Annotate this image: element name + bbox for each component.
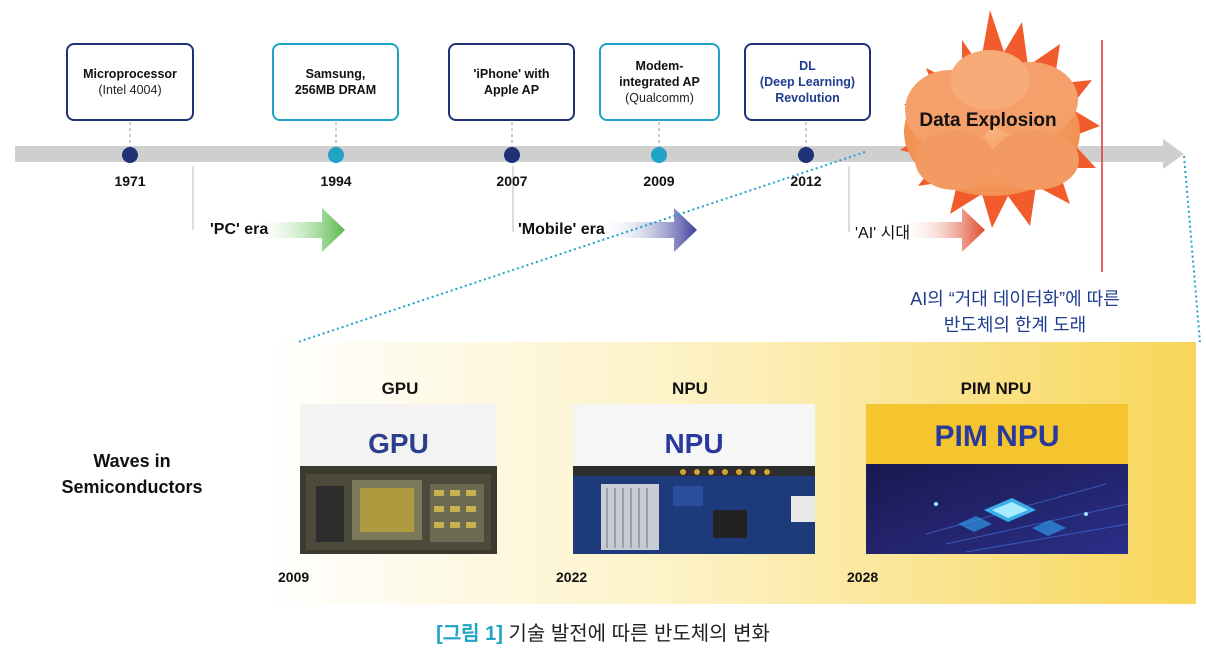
milestone-sub: (Intel 4004) [98, 83, 162, 97]
milestone-title: Samsung, 256MB DRAM [294, 67, 377, 97]
pim-npu-image-text: PIM NPU [934, 420, 1060, 453]
caption-text: 기술 발전에 따른 반도체의 변화 [508, 623, 770, 645]
year-label: 2007 [496, 173, 528, 189]
npu-title: NPU [672, 379, 708, 398]
data-explosion-label: Data Explosion [919, 110, 1057, 131]
milestone-box-2007: 'iPhone' with Apple AP [448, 43, 575, 121]
waves-label-line2: Semiconductors [61, 477, 203, 497]
timeline-dot-2007 [504, 147, 520, 163]
waves-label-line1: Waves in [93, 451, 171, 471]
year-label: 2009 [643, 173, 675, 189]
pc-era-label: 'PC' era [210, 221, 269, 238]
year-label: 2012 [790, 173, 822, 189]
milestone-sub: (Qualcomm) [625, 91, 694, 105]
gpu-image-text: GPU [368, 428, 429, 459]
milestone-title: Microprocessor [83, 67, 177, 81]
mobile-era-arrow [600, 208, 697, 252]
milestone-box-2009: Modem- integrated AP (Qualcomm) [599, 43, 720, 121]
gpu-title: GPU [381, 379, 419, 398]
npu-image-text: NPU [664, 428, 724, 459]
mobile-era-label: 'Mobile' era [518, 221, 605, 238]
milestone-title: 'iPhone' with Apple AP [473, 67, 550, 97]
ai-era-label: 'AI' 시대 [855, 225, 911, 242]
milestone-box-1971: Microprocessor (Intel 4004) [66, 43, 194, 121]
pim-npu-image: PIM NPU [866, 404, 1128, 554]
milestone-box-2012: DL (Deep Learning) Revolution [744, 43, 871, 121]
timeline-bar [15, 146, 1165, 162]
timeline-dot-1971 [122, 147, 138, 163]
timeline-dot-2009 [651, 147, 667, 163]
milestone-title: DL (Deep Learning) Revolution [759, 59, 856, 105]
limit-note-line1: AI의 “거대 데이터화”에 따른 [910, 289, 1120, 309]
gpu-image: GPU [300, 404, 497, 554]
npu-image: NPU [573, 404, 815, 554]
milestone-title: Modem- integrated AP [619, 59, 700, 89]
milestone-box-1994: Samsung, 256MB DRAM [272, 43, 399, 121]
figure-caption: [그림 1] 기술 발전에 따른 반도체의 변화 [0, 617, 1206, 646]
caption-tag: [그림 1] [436, 623, 503, 645]
ai-era-arrow [900, 208, 985, 252]
timeline-dot-2012 [798, 147, 814, 163]
pim-npu-title: PIM NPU [960, 379, 1032, 398]
timeline-dot-1994 [328, 147, 344, 163]
timeline-arrowhead [1163, 139, 1184, 169]
year-label: 1971 [114, 173, 146, 189]
pim-npu-year: 2028 [847, 569, 879, 585]
limit-note-line2: 반도체의 한계 도래 [943, 315, 1087, 335]
waves-label: Waves in Semiconductors [52, 448, 212, 500]
gpu-year: 2009 [278, 569, 310, 585]
limit-note: AI의 “거대 데이터화”에 따른 반도체의 한계 도래 [850, 286, 1180, 338]
npu-year: 2022 [556, 569, 588, 585]
year-label: 1994 [320, 173, 352, 189]
pc-era-arrow [250, 208, 345, 252]
